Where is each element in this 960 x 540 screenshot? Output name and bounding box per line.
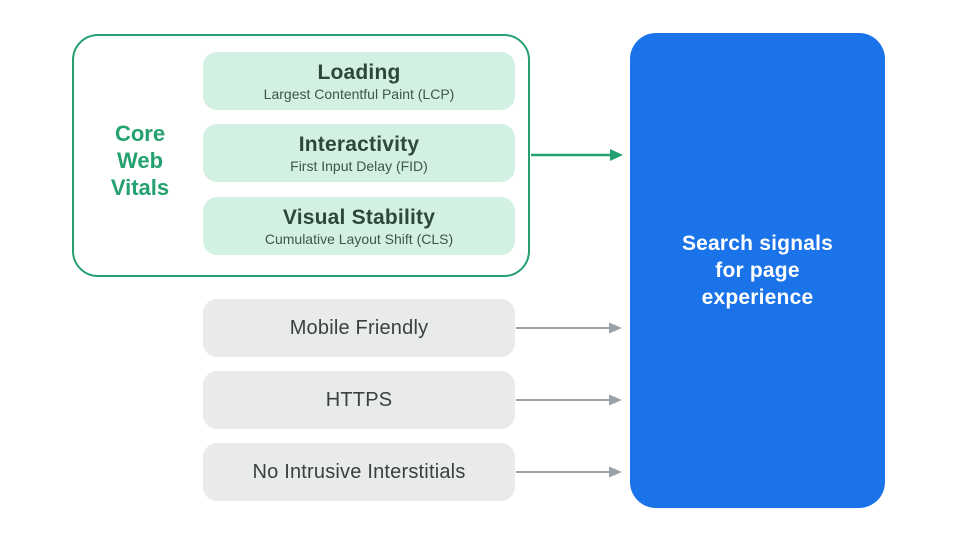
- vital-subtitle: Cumulative Layout Shift (CLS): [264, 230, 454, 247]
- signal-label: Mobile Friendly: [289, 316, 429, 339]
- signal-label: No Intrusive Interstitials: [252, 460, 466, 483]
- vital-title: Interactivity: [298, 132, 420, 156]
- search-signals-panel: Search signals for page experience: [630, 33, 885, 508]
- signal-card-no-intrusive-interstitials: No Intrusive Interstitials: [203, 443, 515, 501]
- gray-arrow-no-intrusive-interstitials-icon: [516, 466, 622, 478]
- signal-card-mobile-friendly: Mobile Friendly: [203, 299, 515, 357]
- vital-card-loading: Loading Largest Contentful Paint (LCP): [203, 52, 515, 110]
- core-web-vitals-group: [72, 34, 530, 277]
- gray-arrow-https-icon: [516, 394, 622, 406]
- vital-card-visual-stability: Visual Stability Cumulative Layout Shift…: [203, 197, 515, 255]
- signal-card-https: HTTPS: [203, 371, 515, 429]
- vital-subtitle: Largest Contentful Paint (LCP): [263, 85, 455, 102]
- signal-label: HTTPS: [325, 388, 393, 411]
- gray-arrow-mobile-friendly-icon: [516, 322, 622, 334]
- vital-subtitle: First Input Delay (FID): [290, 157, 428, 174]
- vital-title: Visual Stability: [282, 205, 436, 229]
- search-signals-label: Search signals for page experience: [681, 232, 834, 309]
- vital-card-interactivity: Interactivity First Input Delay (FID): [203, 124, 515, 182]
- green-arrow-core-web-vitals-icon: [531, 149, 623, 161]
- core-web-vitals-label: Core Web Vitals: [110, 121, 170, 200]
- vital-title: Loading: [317, 60, 401, 84]
